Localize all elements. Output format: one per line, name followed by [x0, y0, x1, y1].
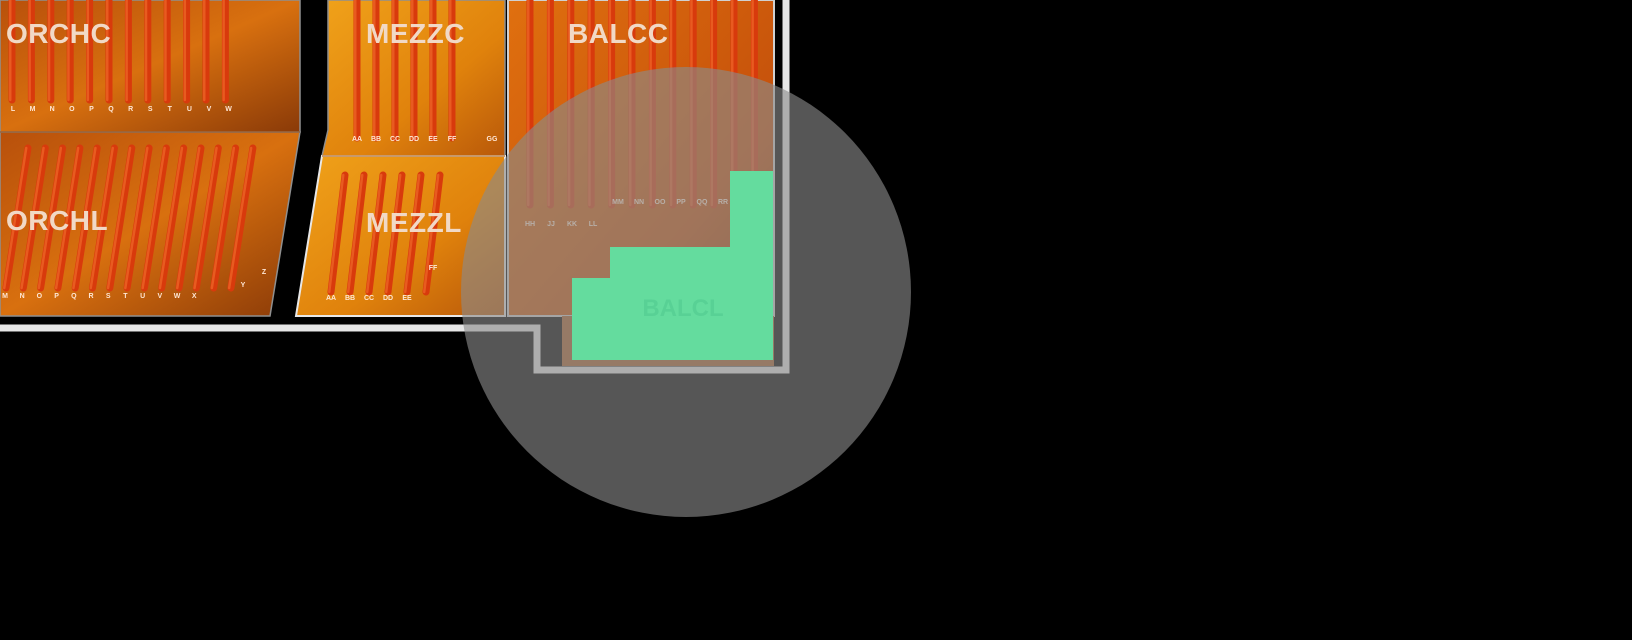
section-label-orchl: ORCHL [6, 205, 108, 236]
orchl-seat-row [19, 144, 49, 292]
orchl-seat-row-highlight [106, 146, 132, 290]
orchl-seat-row [106, 144, 136, 292]
orchc-seat-rows [8, 0, 229, 104]
mezzl-seat-row [346, 171, 368, 296]
mezzl-seat-row [403, 171, 425, 296]
orchl-row-label: O [37, 293, 43, 300]
mezzl-row-label: BB [345, 295, 355, 302]
orchl-seat-row-highlight [141, 146, 166, 290]
orchl-seat-rows [2, 144, 257, 292]
mezzl-row-labels: AA BB CC DD EE FF [326, 265, 438, 302]
orchl-row-label: P [54, 293, 59, 300]
orchl-seat-row [2, 144, 32, 292]
mezzc-seat-rows [353, 0, 456, 142]
orchl-seat-row-highlight [210, 146, 236, 290]
orchc-row-label: V [207, 106, 212, 113]
section-label-balcl: BALCL [642, 295, 723, 322]
section-balcl-shape[interactable] [572, 171, 773, 360]
mezzl-seat-row-highlight [328, 173, 345, 294]
mezzl-seat-row [327, 171, 349, 296]
orchl-row-label: M [2, 293, 8, 300]
orchl-seat-row [192, 144, 222, 292]
mezzl-seat-rows [327, 171, 444, 296]
mezzc-row-label: BB [371, 136, 381, 143]
orchc-row-label: P [89, 106, 94, 113]
orchl-row-label: W [174, 293, 181, 300]
orchl-seat-row [89, 144, 118, 292]
orchc-row-labels: L M N O P Q R S T U V W [11, 106, 232, 113]
mezzl-seat-row-highlight [347, 173, 364, 294]
mezzc-row-label: FF [448, 136, 457, 143]
orchl-row-label: U [140, 293, 145, 300]
orchl-seat-row-highlight [89, 146, 114, 290]
mezzl-seat-row [365, 171, 387, 296]
mezzl-row-label: AA [326, 295, 336, 302]
orchl-row-label: V [157, 293, 162, 300]
mezzc-row-label: AA [352, 136, 362, 143]
orchl-seat-row-highlight [3, 146, 28, 290]
mezz-area: MEZZC MEZZL AA BB CC DD EE FF GG AA BB CC DD EE FF [294, 0, 506, 317]
mezzc-row-label: GG [487, 136, 498, 143]
orchl-seat-row [123, 144, 153, 292]
orchl-seat-row [140, 144, 170, 292]
section-balcl[interactable]: BALCL [572, 171, 773, 360]
section-label-orchc: ORCHC [6, 18, 111, 49]
section-label-balcc: BALCC [568, 18, 669, 49]
mezzl-row-label: FF [429, 265, 438, 272]
orchl-seat-row [37, 144, 67, 292]
mezzl-seat-row-highlight [385, 173, 402, 294]
orchl-row-labels: M N O P Q R S T U V W X Y Z [2, 269, 267, 300]
mezzl-row-label: EE [402, 295, 412, 302]
orchc-row-label: M [30, 106, 36, 113]
orchl-seat-row-highlight [124, 146, 149, 290]
orchl-seat-row-highlight [72, 146, 97, 290]
orchl-row-label: Z [262, 269, 267, 276]
orch-area: ORCHC ORCHL L M N O P Q R S T U V W M N O P Q R S T U V W X Y Z [0, 0, 301, 317]
orchl-row-label: R [88, 293, 93, 300]
orchc-row-label: T [168, 106, 173, 113]
mezzl-row-label: CC [364, 295, 374, 302]
mezzl-row-label: DD [383, 295, 393, 302]
orchl-seat-row-highlight [20, 146, 45, 290]
orchl-seat-row-highlight [54, 146, 80, 290]
mezzc-row-label: EE [428, 136, 438, 143]
orchl-row-label: Y [241, 282, 246, 289]
orchl-row-label: N [20, 293, 25, 300]
orchl-seat-row [54, 144, 84, 292]
mezzl-seat-row-highlight [423, 173, 440, 294]
orchl-row-label: T [123, 293, 128, 300]
mezzl-seat-row [384, 171, 406, 296]
orchc-row-label: O [69, 106, 75, 113]
mezzl-seat-row-highlight [404, 173, 421, 294]
orchc-row-label: U [187, 106, 192, 113]
orchl-seat-row [227, 144, 257, 292]
orchl-seat-row [175, 144, 205, 292]
orchc-row-label: L [11, 106, 16, 113]
orchl-row-label: X [192, 293, 197, 300]
orchc-row-label: R [128, 106, 133, 113]
orchl-seat-row [71, 144, 101, 292]
orchl-seat-row [158, 144, 188, 292]
section-label-mezzc: MEZZC [366, 18, 465, 49]
orchl-seat-row-highlight [37, 146, 63, 290]
section-label-mezzl: MEZZL [366, 207, 462, 238]
orchc-row-label: N [50, 106, 55, 113]
orchc-row-label: W [225, 106, 232, 113]
orchc-row-label: S [148, 106, 153, 113]
orchl-row-label: S [106, 293, 111, 300]
orchl-row-label: Q [71, 293, 77, 300]
orchl-seat-row-highlight [158, 146, 184, 290]
mezzl-seat-row-highlight [366, 173, 383, 294]
orchl-seat-row-highlight [227, 146, 253, 290]
mezzc-row-label: DD [409, 136, 419, 143]
mezzc-row-labels: AA BB CC DD EE FF GG [352, 136, 498, 143]
orchl-seat-row-highlight [193, 146, 218, 290]
mezzl-seat-row [422, 171, 444, 296]
mezzc-row-label: CC [390, 136, 400, 143]
orchl-seat-row-highlight [176, 146, 201, 290]
orchc-row-label: Q [108, 106, 114, 113]
orchl-seat-row [210, 144, 240, 292]
